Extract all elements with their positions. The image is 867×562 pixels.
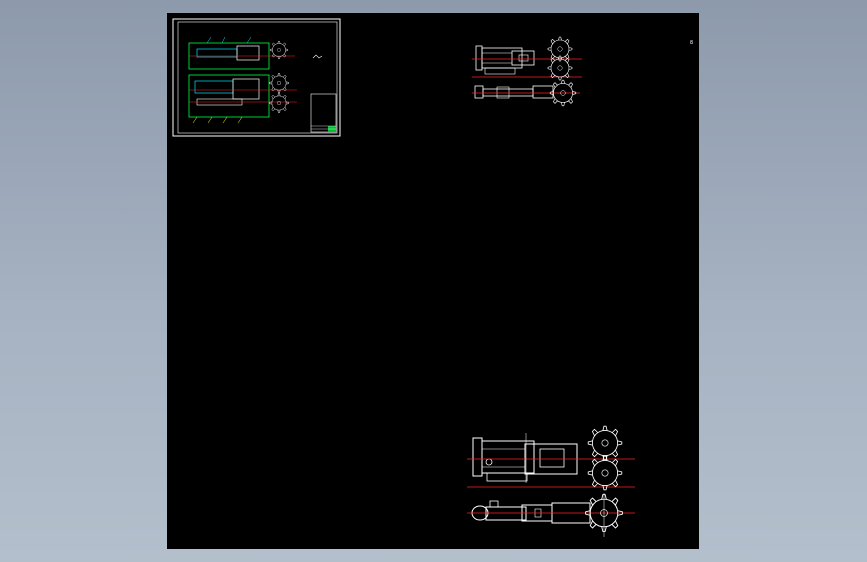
cad-drawing: 8 — [172, 18, 693, 537]
title-block — [310, 93, 337, 133]
cad-drawing-canvas[interactable]: 8 — [167, 13, 699, 549]
thumbnail-side-view — [188, 73, 297, 124]
sheet-thumbnail[interactable] — [172, 18, 341, 137]
corner-marker: 8 — [690, 40, 693, 46]
side-view-large[interactable] — [467, 493, 635, 537]
side-view-small[interactable] — [472, 79, 580, 107]
note-mark — [312, 54, 323, 59]
top-view-small[interactable] — [472, 36, 582, 81]
top-view-large[interactable] — [467, 425, 635, 491]
thumbnail-top-view — [188, 36, 295, 70]
